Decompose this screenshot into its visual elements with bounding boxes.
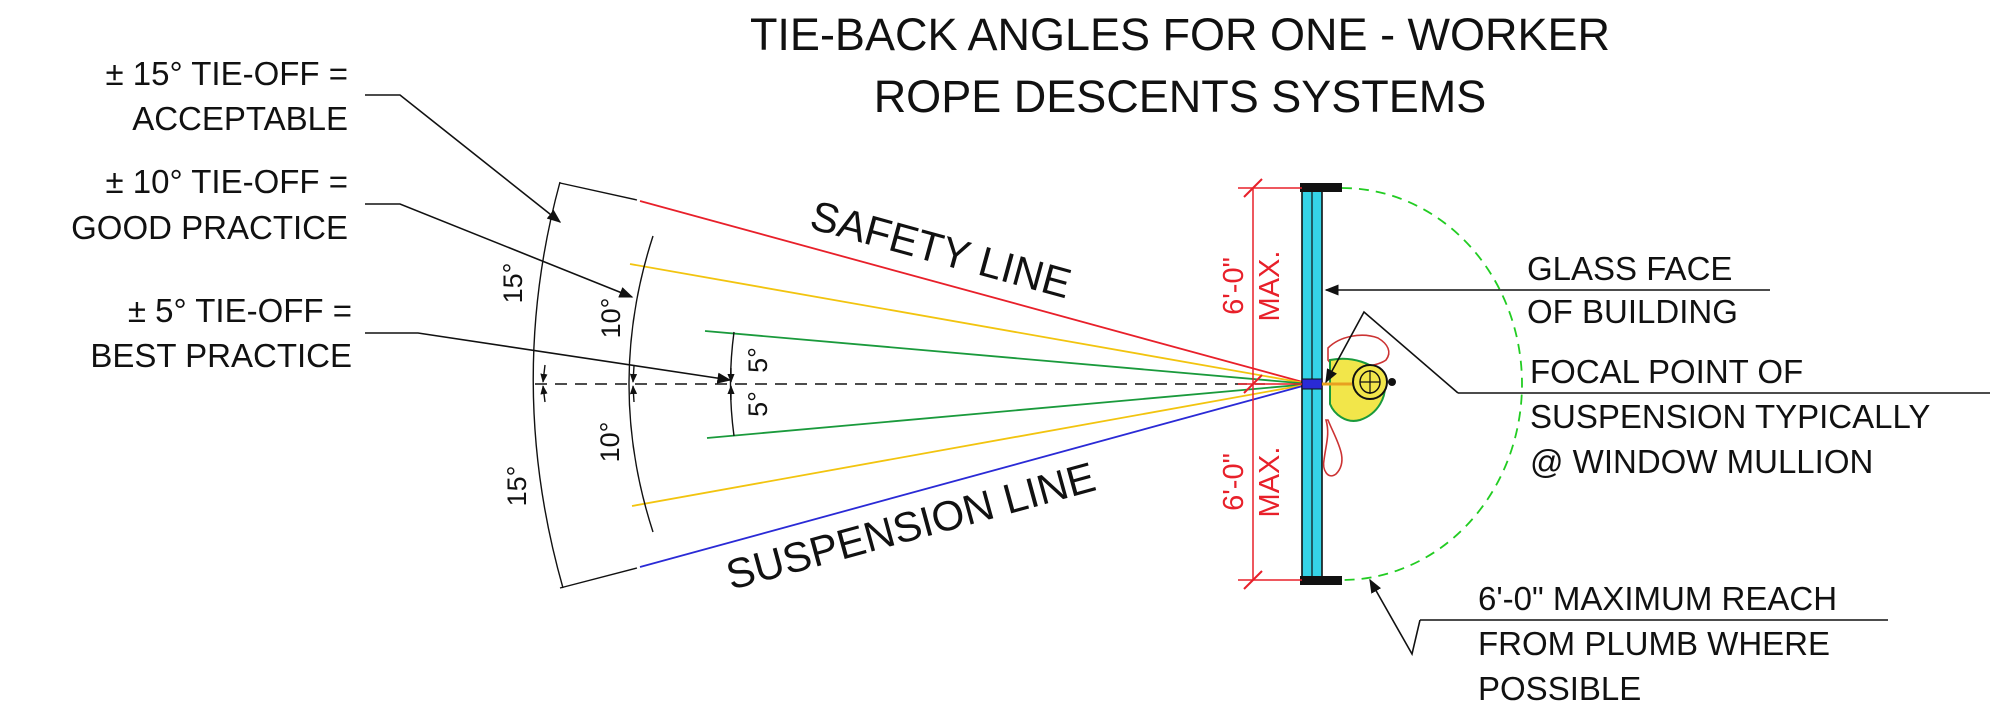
note-5-line-1: ± 5° TIE-OFF = (128, 292, 352, 329)
ray-10-lower (631, 383, 1311, 507)
ray-15-upper (639, 200, 1311, 385)
arc-10-tick-bot (629, 385, 638, 403)
arc-10-tick-top (629, 365, 638, 383)
note-glass-line-1: GLASS FACE (1527, 250, 1732, 287)
angle-label-5-lower: 5° (743, 391, 773, 417)
angle-label-10-upper: 10° (596, 298, 626, 339)
note-reach-line-1: 6'-0" MAXIMUM REACH (1478, 580, 1837, 617)
diagram-title-line-1: TIE-BACK ANGLES FOR ONE - WORKER (750, 9, 1610, 60)
ray-5-upper (704, 330, 1311, 385)
ray-15-lower (639, 383, 1311, 568)
dim-tick-bottom (1243, 570, 1263, 590)
ext-15-upper (559, 182, 638, 201)
worker-top-view-icon (1322, 334, 1396, 477)
glass-cap-bottom (1300, 576, 1342, 585)
dim-upper-value: 6'-0" (1218, 257, 1250, 315)
ray-10-upper (629, 263, 1311, 385)
note-10-line-2: GOOD PRACTICE (71, 209, 348, 246)
note-reach-line-2: FROM PLUMB WHERE (1478, 625, 1830, 662)
dim-tick-top (1243, 178, 1263, 198)
dim-lower-qualifier: MAX. (1254, 447, 1286, 518)
arc-10 (628, 235, 654, 533)
arc-15-tick-top (540, 364, 548, 383)
leader-reach (1369, 578, 1421, 657)
leader-10 (365, 203, 634, 298)
note-15-line-2: ACCEPTABLE (132, 100, 348, 137)
ray-5-lower (706, 383, 1311, 439)
suspension-line-label: SUSPENSION LINE (721, 453, 1100, 599)
note-5-line-2: BEST PRACTICE (90, 337, 352, 374)
arc-15-tick-bot (540, 385, 548, 403)
arc-5 (729, 331, 735, 437)
safety-line-label: SAFETY LINE (806, 191, 1077, 307)
leader-focal (1325, 310, 1459, 394)
diagram-title-line-2: ROPE DESCENTS SYSTEMS (874, 71, 1487, 122)
reach-arc (1341, 187, 1523, 581)
leader-15 (365, 94, 562, 223)
leader-5 (365, 332, 732, 384)
dim-tick-mid (1243, 374, 1263, 394)
angle-label-15-lower: 15° (502, 466, 532, 507)
note-glass-line-2: OF BUILDING (1527, 293, 1738, 330)
note-focal-line-2: SUSPENSION TYPICALLY (1530, 398, 1930, 435)
note-15-line-1: ± 15° TIE-OFF = (105, 55, 348, 92)
note-focal-line-3: @ WINDOW MULLION (1530, 443, 1873, 480)
dim-lower-value: 6'-0" (1218, 453, 1250, 511)
note-focal-line-1: FOCAL POINT OF (1530, 353, 1803, 390)
angle-label-5-upper: 5° (743, 347, 773, 373)
note-reach-line-3: POSSIBLE (1478, 670, 1641, 707)
mullion-focal-point (1301, 378, 1323, 390)
angle-label-15-upper: 15° (498, 263, 528, 304)
dim-upper-qualifier: MAX. (1254, 251, 1286, 322)
glass-cap-top (1300, 183, 1342, 192)
ext-15-lower (559, 567, 638, 589)
angle-label-10-lower: 10° (595, 422, 625, 463)
note-10-line-1: ± 10° TIE-OFF = (105, 163, 348, 200)
arc-15 (532, 181, 564, 589)
